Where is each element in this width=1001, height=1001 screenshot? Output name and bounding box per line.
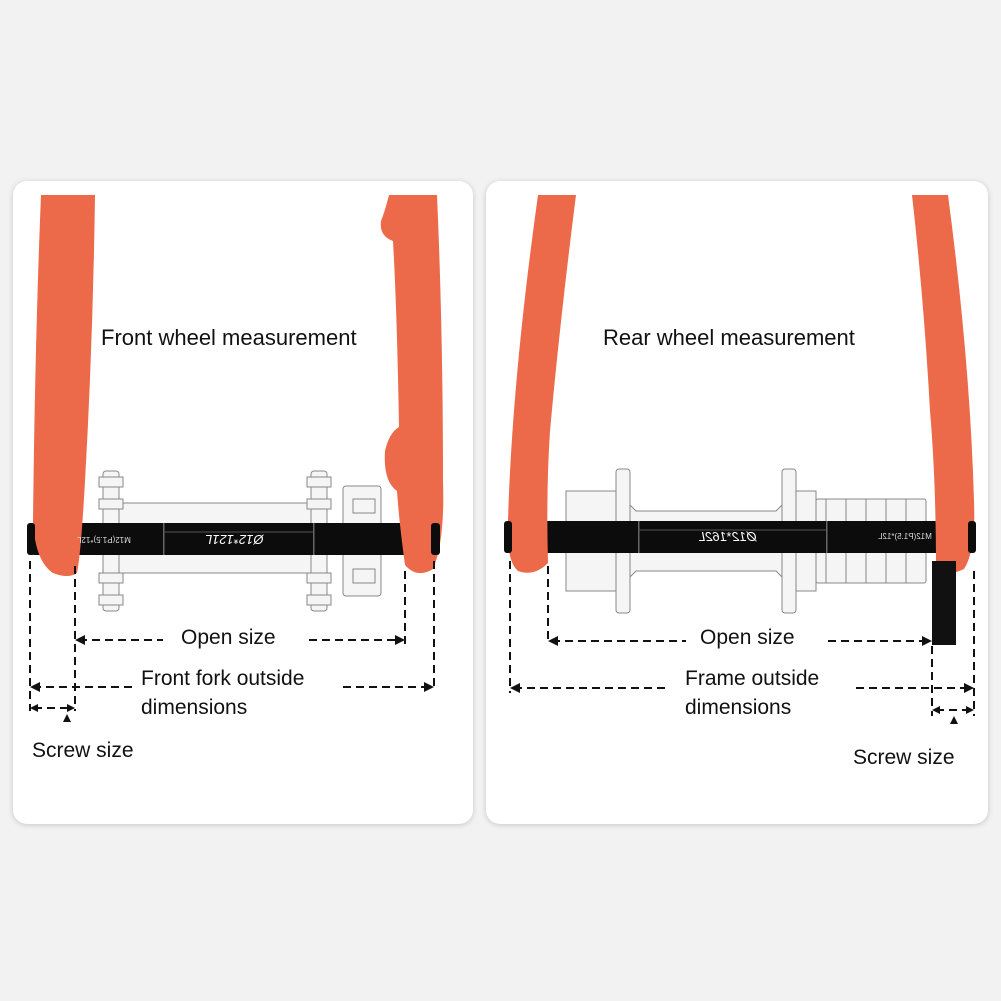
rear-screw-size-label: Screw size bbox=[853, 746, 955, 769]
front-right-fork-leg bbox=[380, 195, 444, 574]
rear-arrowheads bbox=[510, 636, 974, 724]
rear-axle-label: Ø12*162L bbox=[698, 529, 757, 544]
rear-diagram bbox=[504, 195, 976, 724]
rear-dimension-lines bbox=[509, 561, 975, 716]
rear-screw-pointer bbox=[950, 716, 958, 724]
front-title: Front wheel measurement bbox=[101, 325, 357, 350]
rear-derailleur-hanger bbox=[932, 561, 956, 645]
front-outside-label-line1: Front fork outside bbox=[141, 667, 305, 690]
front-thread-label: M12(P1.5)*12L bbox=[77, 535, 131, 544]
front-axle-label: Ø12*121L bbox=[205, 532, 264, 547]
rear-outside-label-line2: dimensions bbox=[685, 696, 792, 719]
rear-title: Rear wheel measurement bbox=[603, 325, 855, 350]
rear-outside-label-line1: Frame outside bbox=[685, 667, 820, 690]
front-diagram bbox=[27, 195, 444, 722]
front-open-size-label: Open size bbox=[181, 626, 276, 649]
front-wheel-panel: Ø12*121L M12(P1.5)*12L Front wheel measu… bbox=[13, 181, 473, 824]
rear-open-size-label: Open size bbox=[700, 626, 795, 649]
front-screw-pointer bbox=[63, 714, 71, 722]
rear-wheel-panel: Ø12*162L M12(P1.5)*12L Rear wheel measur… bbox=[486, 181, 988, 824]
rear-thru-axle bbox=[504, 521, 976, 553]
front-arrowheads bbox=[30, 635, 434, 722]
rear-right-frame-stay bbox=[912, 195, 975, 573]
front-screw-size-label: Screw size bbox=[32, 739, 134, 762]
rear-thread-label: M12(P1.5)*12L bbox=[878, 532, 932, 541]
front-dimension-lines bbox=[29, 561, 435, 711]
front-outside-label-line2: dimensions bbox=[141, 696, 248, 719]
front-left-fork-leg bbox=[33, 195, 95, 576]
rear-left-frame-stay bbox=[507, 195, 576, 573]
